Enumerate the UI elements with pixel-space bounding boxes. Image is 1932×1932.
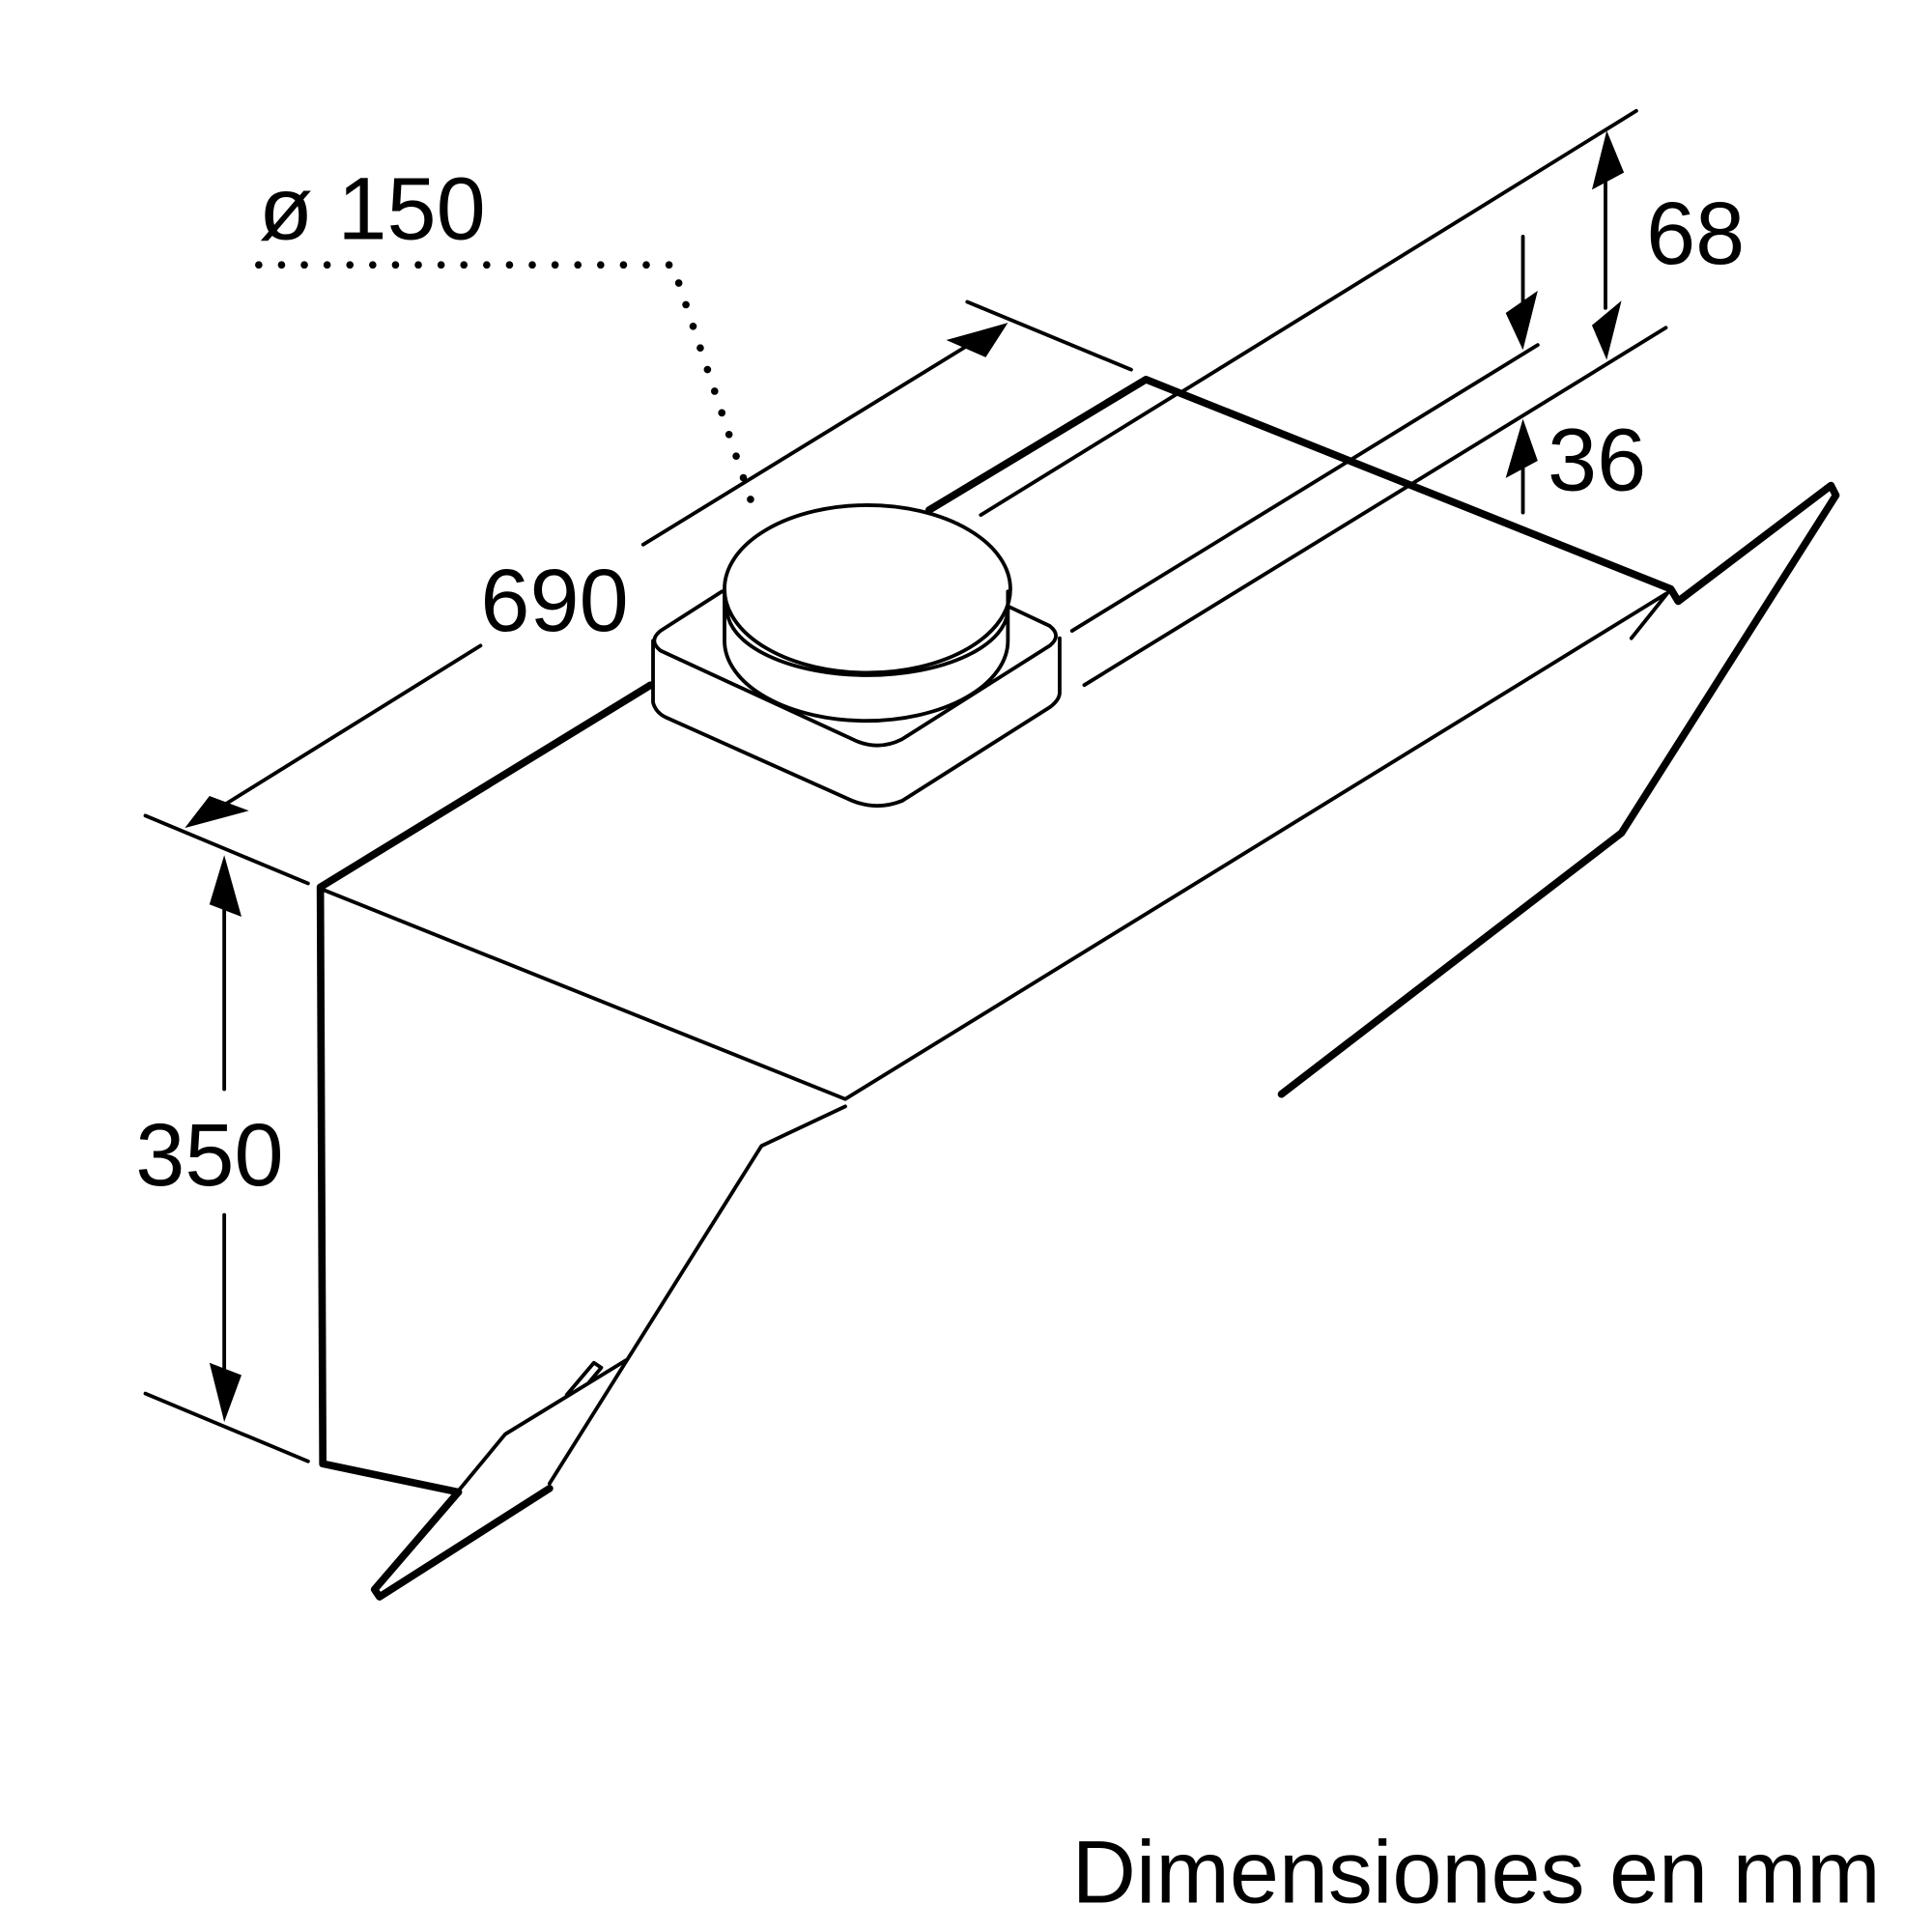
height-label: 350: [135, 1106, 283, 1205]
diameter-label: ø 150: [259, 159, 486, 258]
top-offset-label: 68: [1646, 185, 1745, 283]
hood-outline: [316, 376, 1840, 1601]
duct-connector: [651, 503, 1062, 809]
lip-label: 36: [1548, 412, 1646, 510]
depth-label: 690: [480, 552, 628, 650]
dimension-lines: [143, 108, 1668, 1463]
units-caption: Dimensiones en mm: [1072, 1823, 1881, 1921]
